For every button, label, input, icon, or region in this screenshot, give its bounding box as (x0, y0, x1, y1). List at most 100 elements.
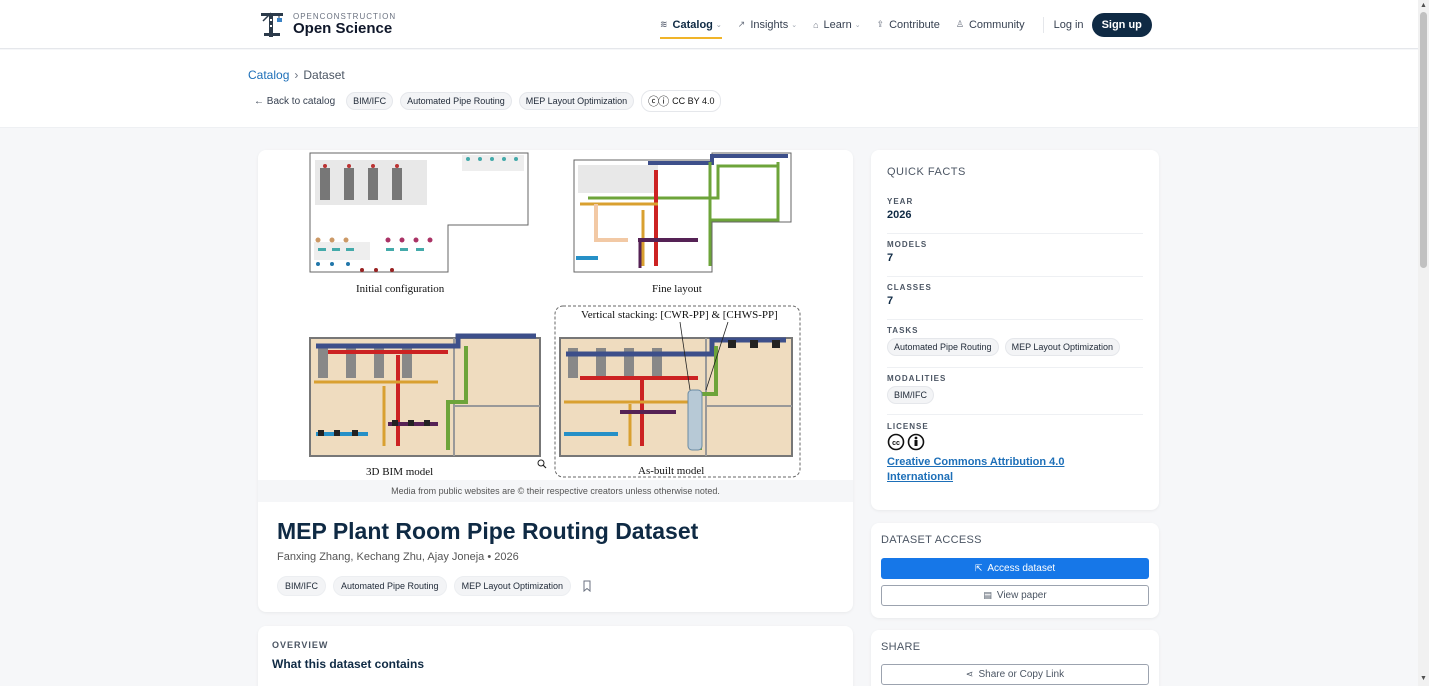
fact-modalities: MODALITIES BIM/IFC (887, 374, 1143, 415)
dataset-figure-image[interactable]: Initial configuration Fine layout (258, 150, 853, 480)
page-scrollbar[interactable]: ▲ ▼ (1418, 0, 1429, 686)
brand-tagline: OPENCONSTRUCTION (293, 11, 397, 21)
figure-panel-bim: 3D BIM model (309, 333, 541, 478)
media-caption: Media from public websites are © their r… (258, 480, 853, 502)
share-copy-link-button[interactable]: ⋖ Share or Copy Link (881, 664, 1149, 685)
view-paper-label: View paper (996, 590, 1047, 601)
tag-mep-layout[interactable]: MEP Layout Optimization (453, 576, 571, 596)
breadcrumb: Catalog › Dataset (248, 68, 345, 82)
main-nav: ≋ Catalog ⌄ ↗ Insights ⌄ ⌂ Learn ⌄ ⇪ Con… (660, 0, 1152, 49)
nav-learn[interactable]: ⌂ Learn ⌄ (813, 14, 860, 36)
fact-models: MODELS 7 (887, 240, 1143, 277)
cc-icon: cc (887, 433, 905, 451)
trend-icon: ↗ (737, 19, 746, 29)
nav-catalog-label: Catalog (672, 18, 713, 31)
overview-label: OVERVIEW (272, 640, 329, 650)
cc-by-icon: ⓒⓘ (648, 96, 669, 108)
breadcrumb-current: Dataset (303, 68, 345, 82)
scroll-up-arrow-icon[interactable]: ▲ (1420, 2, 1427, 9)
nav-insights[interactable]: ↗ Insights ⌄ (738, 14, 797, 36)
upload-icon: ⇪ (876, 19, 885, 29)
label-initial-configuration: Initial configuration (356, 283, 445, 295)
dataset-access-card: DATASET ACCESS ⇱ Access dataset ▤ View p… (871, 523, 1159, 618)
bookmark-icon[interactable] (580, 579, 594, 593)
view-paper-button[interactable]: ▤ View paper (881, 585, 1149, 606)
chip-mep-layout[interactable]: MEP Layout Optimization (518, 92, 635, 110)
dataset-main-card: Initial configuration Fine layout (258, 150, 853, 612)
nav-learn-label: Learn (823, 18, 852, 31)
tag-bim-ifc[interactable]: BIM/IFC (277, 576, 326, 596)
svg-text:cc: cc (892, 440, 900, 447)
nav-divider (1042, 16, 1044, 33)
nav-contribute-label: Contribute (889, 18, 940, 31)
share-icon: ⋖ (965, 669, 974, 679)
scrollbar-thumb[interactable] (1420, 12, 1427, 268)
fact-year-value: 2026 (887, 209, 912, 221)
stack-icon: ≋ (660, 19, 668, 29)
label-3d-bim-model: 3D BIM model (366, 466, 433, 478)
login-link[interactable]: Log in (1053, 18, 1084, 31)
overview-card: OVERVIEW What this dataset contains (258, 626, 853, 686)
overview-title: What this dataset contains (272, 657, 425, 671)
license-link[interactable]: Creative Commons Attribution 4.0 Interna… (887, 456, 1065, 483)
breadcrumb-band: Catalog › Dataset ← Back to catalog BIM/IF… (0, 50, 1418, 128)
share-title: SHARE (881, 641, 921, 653)
fact-year: YEAR 2026 (887, 197, 1143, 234)
back-to-catalog-link[interactable]: ← Back to catalog (254, 95, 336, 107)
cc-by-icon: cc (887, 433, 1143, 451)
quick-facts-card: QUICK FACTS YEAR 2026 MODELS 7 CLASSES 7… (871, 150, 1159, 510)
share-card: SHARE ⋖ Share or Copy Link (871, 630, 1159, 686)
fact-license-label: LICENSE (887, 422, 929, 431)
fact-classes-value: 7 (887, 295, 894, 307)
tag-pipe-routing[interactable]: Automated Pipe Routing (333, 576, 447, 596)
nav-catalog[interactable]: ≋ Catalog ⌄ (660, 11, 722, 39)
nav-insights-label: Insights (750, 18, 789, 31)
chevron-down-icon: ⌄ (715, 21, 722, 29)
fact-models-value: 7 (887, 252, 894, 264)
label-as-built-model: As-built model (638, 465, 704, 477)
chip-bim-ifc[interactable]: BIM/IFC (346, 92, 394, 110)
label-vertical-stacking: Vertical stacking: [CWR-PP] & [CHWS-PP] (581, 309, 778, 321)
dataset-title: MEP Plant Room Pipe Routing Dataset (277, 518, 699, 544)
fact-tasks: TASKS Automated Pipe Routing MEP Layout … (887, 326, 1143, 368)
brand-name: Open Science (293, 19, 393, 37)
quick-facts-title: QUICK FACTS (887, 166, 966, 178)
access-dataset-button[interactable]: ⇱ Access dataset (881, 558, 1149, 579)
share-copy-link-label: Share or Copy Link (978, 669, 1065, 680)
dataset-access-title: DATASET ACCESS (881, 534, 982, 546)
fact-models-label: MODELS (887, 240, 928, 249)
figure-panel-fine: Fine layout (573, 152, 792, 295)
signup-button[interactable]: Sign up (1091, 12, 1152, 37)
label-fine-layout: Fine layout (652, 283, 702, 295)
breadcrumb-separator: › (294, 68, 299, 82)
top-navbar: OPENCONSTRUCTION Open Science ≋ Catalog … (0, 0, 1418, 49)
access-dataset-label: Access dataset (987, 563, 1056, 574)
nav-contribute[interactable]: ⇪ Contribute (877, 14, 940, 36)
user-icon: ♙ (955, 19, 964, 29)
license-badge[interactable]: ⓒⓘ CC BY 4.0 (641, 90, 722, 112)
attribution-icon (907, 433, 925, 451)
figure-panel-asbuilt: Vertical stacking: [CWR-PP] & [CHWS-PP] … (554, 305, 801, 478)
zoom-icon (537, 459, 547, 469)
nav-community[interactable]: ♙ Community (956, 14, 1025, 36)
crumb-meta-row: ← Back to catalog BIM/IFC Automated Pipe… (254, 90, 722, 112)
scroll-down-arrow-icon[interactable]: ▼ (1420, 675, 1427, 682)
nav-community-label: Community (968, 18, 1025, 31)
fact-modalities-label: MODALITIES (887, 374, 947, 383)
task-chip-mep-layout[interactable]: MEP Layout Optimization (1004, 338, 1120, 356)
fact-tasks-label: TASKS (887, 326, 919, 335)
brand-home-link[interactable]: OPENCONSTRUCTION Open Science (257, 9, 396, 39)
dataset-authors: Fanxing Zhang, Kechang Zhu, Ajay Joneja … (277, 551, 519, 563)
fact-classes-label: CLASSES (887, 283, 932, 292)
fact-license: LICENSE cc Creative Commons Attribution … (887, 422, 1143, 492)
dataset-tags: BIM/IFC Automated Pipe Routing MEP Layou… (277, 576, 594, 596)
fact-year-label: YEAR (887, 197, 914, 206)
task-chip-pipe-routing[interactable]: Automated Pipe Routing (887, 338, 999, 356)
chip-pipe-routing[interactable]: Automated Pipe Routing (400, 92, 512, 110)
document-icon: ▤ (983, 590, 992, 600)
chevron-down-icon: ⌄ (854, 21, 861, 29)
figure-panel-initial: Initial configuration (309, 152, 529, 295)
modality-chip-bim-ifc[interactable]: BIM/IFC (887, 386, 934, 404)
license-badge-label: CC BY 4.0 (672, 96, 715, 106)
breadcrumb-catalog-link[interactable]: Catalog (248, 68, 290, 82)
